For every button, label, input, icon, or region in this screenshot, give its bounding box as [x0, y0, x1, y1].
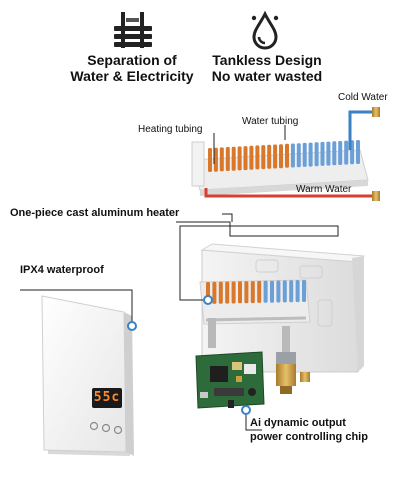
coil-segment	[225, 147, 230, 171]
feature-tankless: Tankless Design No water wasted	[192, 52, 342, 84]
coil-segment	[302, 280, 306, 302]
coil-segment	[267, 144, 272, 169]
chip-label-line1: Ai dynamic output	[250, 417, 346, 429]
front-panel	[41, 295, 134, 456]
button-down-icon	[89, 421, 99, 431]
coil-segment	[218, 281, 223, 304]
heating-tubing-label: Heating tubing	[138, 124, 203, 135]
coil-segment	[332, 141, 337, 166]
callout-lines	[20, 125, 286, 431]
heating-coil-lower	[206, 280, 306, 304]
coil-segment	[219, 147, 224, 172]
heating-coil-top	[208, 140, 360, 172]
coil-segment	[282, 280, 287, 303]
coil-segment	[238, 281, 242, 304]
waterproof-label: IPX4 waterproof	[20, 264, 104, 276]
chip-label-line2: power controlling chip	[250, 431, 368, 443]
coil-segment	[289, 280, 294, 303]
coil-segment	[244, 281, 249, 304]
chip-callout: Ai dynamic output power controlling chip	[250, 416, 368, 444]
coil-segment	[263, 280, 268, 303]
coil-segment	[290, 143, 295, 168]
heater-element-lower	[199, 279, 311, 394]
coil-segment	[255, 145, 260, 170]
coil-segment	[270, 280, 274, 303]
coil-segment	[257, 280, 262, 303]
coil-segment	[231, 281, 236, 304]
coil-segment	[295, 280, 300, 303]
coil-segment	[231, 146, 236, 171]
coil-segment	[308, 142, 313, 167]
aluminum-heater-label: One-piece cast aluminum heater	[10, 207, 180, 219]
coil-segment	[320, 141, 325, 166]
coil-segment	[326, 141, 331, 166]
coil-segment	[225, 281, 230, 304]
coil-segment	[344, 140, 349, 165]
feature-tankless-line2: No water wasted	[211, 68, 323, 84]
pcb-controller	[195, 351, 265, 409]
feature-separation: Separation of Water & Electricity	[52, 52, 212, 84]
coil-segment	[237, 146, 242, 171]
coil-segment	[302, 142, 307, 167]
coil-segment	[249, 145, 254, 170]
water-drop-icon	[251, 10, 279, 50]
coil-segment	[213, 147, 218, 172]
feature-separation-line2: Water & Electricity	[70, 68, 194, 84]
callout-dot-panel	[127, 321, 137, 331]
coil-segment	[212, 281, 217, 304]
temperature-readout: 55c	[93, 390, 121, 405]
coil-segment	[338, 141, 343, 165]
coil-segment	[314, 142, 319, 167]
button-up-icon	[113, 425, 123, 435]
separation-icon	[114, 12, 152, 48]
coil-segment	[356, 140, 360, 164]
feature-separation-line1: Separation of	[87, 52, 177, 68]
water-tubing-label: Water tubing	[242, 116, 299, 127]
coil-segment	[296, 143, 301, 168]
warm-water-label: Warm Water	[296, 184, 352, 195]
coil-segment	[250, 281, 255, 304]
heater-element-top	[191, 107, 380, 201]
cold-water-label: Cold Water	[338, 92, 388, 103]
callout-dot-chip	[241, 405, 251, 415]
coil-segment	[279, 144, 283, 169]
callout-dot-heater	[203, 295, 213, 305]
coil-segment	[276, 280, 281, 303]
coil-segment	[208, 148, 212, 172]
coil-segment	[273, 144, 278, 169]
coil-segment	[261, 145, 266, 170]
temperature-display	[92, 388, 122, 408]
power-button-icon	[101, 423, 111, 433]
coil-segment	[285, 143, 289, 168]
feature-tankless-line1: Tankless Design	[212, 52, 322, 68]
coil-segment	[243, 146, 248, 171]
